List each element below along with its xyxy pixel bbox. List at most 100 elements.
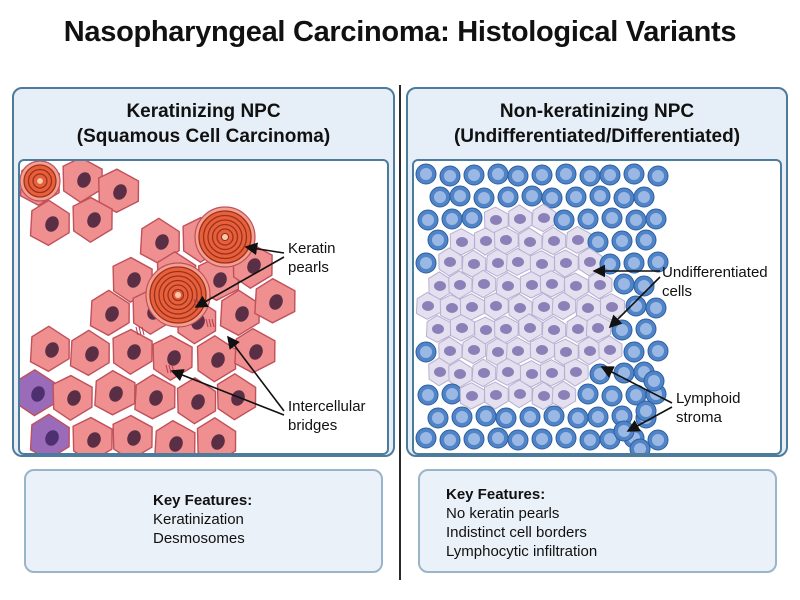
non-keratinizing-panel: Non-keratinizing NPC (Undifferentiated/D…: [406, 87, 788, 457]
feature-item: No keratin pearls: [446, 505, 560, 522]
lymphocyte: [495, 407, 517, 429]
squamous-cell: [112, 414, 153, 453]
lymphocyte: [629, 438, 651, 453]
undifferentiated-cell: [438, 336, 463, 366]
lymphoid-arrow: [626, 406, 673, 432]
keratinizing-tissue-drawing: [20, 161, 296, 453]
undifferentiated-cell: [461, 335, 487, 365]
undifferentiated-cell: [518, 227, 543, 257]
keratinizing-illustration: Keratin pearls Intercellular bridges: [18, 159, 389, 455]
lymphocyte: [589, 185, 611, 207]
keratinizing-key-features: Key Features: Keratinization Desmosomes: [24, 469, 383, 573]
undifferentiated-cell: [539, 359, 566, 387]
undifferentiated-cell: [518, 313, 543, 343]
lymphocyte: [487, 427, 509, 449]
undifferentiated-cell: [508, 379, 533, 409]
lymphocyte: [625, 209, 647, 231]
undifferentiated-cell: [461, 249, 487, 279]
lymphocyte: [625, 295, 647, 317]
lymphocyte: [463, 428, 485, 450]
undifferentiated-cell: [485, 248, 512, 277]
lymphocyte: [439, 429, 461, 451]
lymphocyte: [475, 405, 497, 427]
lymphocyte: [613, 420, 635, 442]
undifferentiated-cell: [531, 203, 557, 233]
feature-item: Lymphocytic infiltration: [446, 543, 598, 560]
lymphocyte: [429, 186, 451, 208]
lymphocyte: [587, 231, 609, 253]
lymphocyte: [415, 163, 437, 185]
undifferentiated-cell: [585, 313, 612, 342]
squamous-cell: [134, 373, 176, 420]
squamous-cell: [234, 327, 276, 374]
lymphocyte: [623, 252, 645, 274]
lymphocyte: [579, 429, 601, 451]
lymphocyte: [543, 405, 565, 427]
feature-item: Desmosomes: [153, 530, 245, 547]
lymphocyte: [577, 208, 599, 230]
squamous-cell: [254, 277, 296, 324]
lymphoid-arrow: [600, 366, 673, 404]
undifferentiated-cell: [553, 338, 579, 367]
squamous-cell: [154, 419, 196, 453]
undifferentiated-cell: [449, 228, 476, 256]
squamous-cell-cluster: [20, 161, 296, 453]
undifferentiated-cell: [473, 227, 499, 256]
undifferentiated-cell: [493, 226, 519, 255]
undifferentiated-cell: [428, 357, 453, 387]
keratinizing-heading: Keratinizing NPC (Squamous Cell Carcinom…: [14, 99, 393, 149]
lymphocyte: [579, 165, 601, 187]
lymphocyte: [565, 186, 587, 208]
center-divider: [399, 85, 401, 580]
undifferentiated-cell: [425, 314, 452, 343]
lymphocyte: [553, 209, 575, 231]
lymphocyte: [647, 429, 669, 451]
undifferentiated-cell: [483, 381, 509, 410]
undifferentiated-cell: [541, 226, 567, 256]
lymphocyte: [601, 207, 623, 229]
lymphocyte: [441, 208, 463, 230]
lymphocyte: [633, 186, 655, 208]
lymphocyte: [417, 384, 439, 406]
lymphocyte: [645, 297, 667, 319]
keratin-pearl: [194, 206, 256, 268]
squamous-cell: [196, 334, 237, 383]
lymphocyte: [541, 187, 563, 209]
keratin-pearl-arrow: [194, 256, 285, 308]
lymphocyte: [461, 207, 483, 229]
squamous-cell: [97, 168, 140, 214]
squamous-cell: [176, 376, 217, 425]
undifferentiated-cell: [565, 225, 592, 254]
lymphocyte: [415, 252, 437, 274]
squamous-cell: [62, 161, 103, 204]
lymphocyte: [635, 229, 657, 251]
non-keratinizing-features-heading: Key Features:: [446, 486, 546, 503]
squamous-cell: [152, 334, 193, 382]
lymphocyte: [611, 230, 633, 252]
lymphoid-stroma-label: Lymphoid stroma: [676, 390, 741, 426]
lymphocyte: [587, 406, 609, 428]
squamous-cell: [29, 413, 70, 453]
keratinizing-panel: Keratinizing NPC (Squamous Cell Carcinom…: [12, 87, 395, 457]
undifferentiated-cell: [493, 315, 519, 344]
undifferentiated-cell: [598, 335, 623, 365]
lymphocyte: [415, 427, 437, 449]
lymphocyte: [427, 229, 449, 251]
lymphocyte: [441, 383, 463, 405]
lymphocyte: [531, 164, 553, 186]
feature-item: Indistinct cell borders: [446, 524, 587, 541]
lymphocyte: [647, 165, 669, 187]
lymphocyte: [613, 187, 635, 209]
lymphocyte: [647, 251, 669, 273]
keratin-pearls-label: Keratin pearls: [288, 240, 336, 276]
undifferentiated-cell: [485, 337, 512, 366]
undifferentiated-cell: [471, 358, 497, 388]
lymphocyte: [555, 427, 577, 449]
undifferentiated-cell: [471, 269, 497, 299]
lymphocyte: [645, 208, 667, 230]
undifferentiated-cell: [553, 249, 579, 278]
lymphocyte: [635, 400, 657, 422]
non-keratinizing-tissue-drawing: [415, 163, 673, 453]
undifferentiated-cell: [519, 360, 546, 388]
keratin-pearl-arrow: [244, 242, 285, 256]
